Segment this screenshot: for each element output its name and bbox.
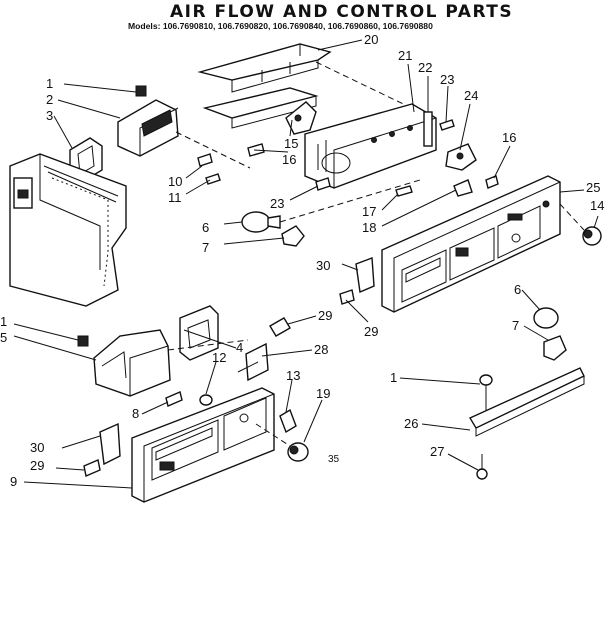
diagram-title: AIR FLOW AND CONTROL PARTS — [170, 2, 514, 22]
callout-6: 6 — [202, 220, 209, 235]
control-housing-upper — [69, 85, 179, 183]
callout-1: 1 — [46, 76, 53, 91]
control-panel-lower — [131, 387, 275, 503]
callout-6b: 6 — [514, 282, 521, 297]
callout-12: 12 — [212, 350, 226, 365]
callout-9: 9 — [10, 474, 17, 489]
callout-29c: 29 — [30, 458, 44, 473]
switch-assembly — [315, 111, 499, 197]
callout-7: 7 — [202, 240, 209, 255]
callout-4: 4 — [236, 340, 243, 355]
callout-26: 26 — [404, 416, 418, 431]
callout-19: 19 — [316, 386, 330, 401]
callout-18: 18 — [362, 220, 376, 235]
callout-25: 25 — [586, 180, 600, 195]
bracket-30-right — [355, 257, 375, 294]
knob-14 — [582, 226, 602, 246]
trim-strip-26 — [468, 367, 585, 437]
callout-23b: 23 — [270, 196, 284, 211]
control-housing-lower — [77, 305, 219, 397]
control-panel-right — [381, 175, 561, 313]
callout-16: 16 — [282, 152, 296, 167]
callout-13: 13 — [286, 368, 300, 383]
callout-24: 24 — [464, 88, 478, 103]
callout-28: 28 — [314, 342, 328, 357]
leader-lines — [13, 39, 599, 489]
callout-7b: 7 — [512, 318, 519, 333]
callout-10: 10 — [168, 174, 182, 189]
bracket-30-lower — [99, 422, 121, 466]
air-duct-top — [197, 43, 332, 93]
bulb-socket-right — [533, 307, 567, 361]
callout-2: 2 — [46, 92, 53, 107]
air-duct-lower — [202, 87, 319, 129]
callout-labels: 1 2 3 10 11 15 16 20 21 22 23 24 16 6 7 … — [0, 32, 604, 489]
figure-code: 35 — [328, 454, 340, 465]
callout-21: 21 — [398, 48, 412, 63]
bracket-28 — [237, 342, 269, 382]
control-bracket — [285, 101, 437, 189]
callout-3: 3 — [46, 108, 53, 123]
callout-27: 27 — [430, 444, 444, 459]
screw-29-center — [269, 317, 291, 337]
screw-1-lower-right — [479, 374, 493, 410]
callout-29: 29 — [318, 308, 332, 323]
callout-17: 17 — [362, 204, 376, 219]
callout-30: 30 — [316, 258, 330, 273]
callout-30b: 30 — [30, 440, 44, 455]
callout-11: 11 — [168, 190, 182, 205]
model-numbers: Models: 106.7690810, 106.7690820, 106.76… — [128, 21, 433, 31]
callout-1b: 1 — [0, 314, 7, 329]
screw-27 — [476, 454, 488, 480]
callout-8: 8 — [132, 406, 139, 421]
callout-29b: 29 — [364, 324, 378, 339]
callout-15: 15 — [284, 136, 298, 151]
callout-22: 22 — [418, 60, 432, 75]
knob-13-19 — [279, 408, 309, 462]
bulb-socket-center — [241, 211, 305, 247]
callout-1c: 1 — [390, 370, 397, 385]
callout-23: 23 — [440, 72, 454, 87]
callout-16b: 16 — [502, 130, 516, 145]
callout-5: 5 — [0, 330, 7, 345]
insulated-duct — [9, 153, 127, 307]
callout-14: 14 — [590, 198, 604, 213]
callout-20: 20 — [364, 32, 378, 47]
